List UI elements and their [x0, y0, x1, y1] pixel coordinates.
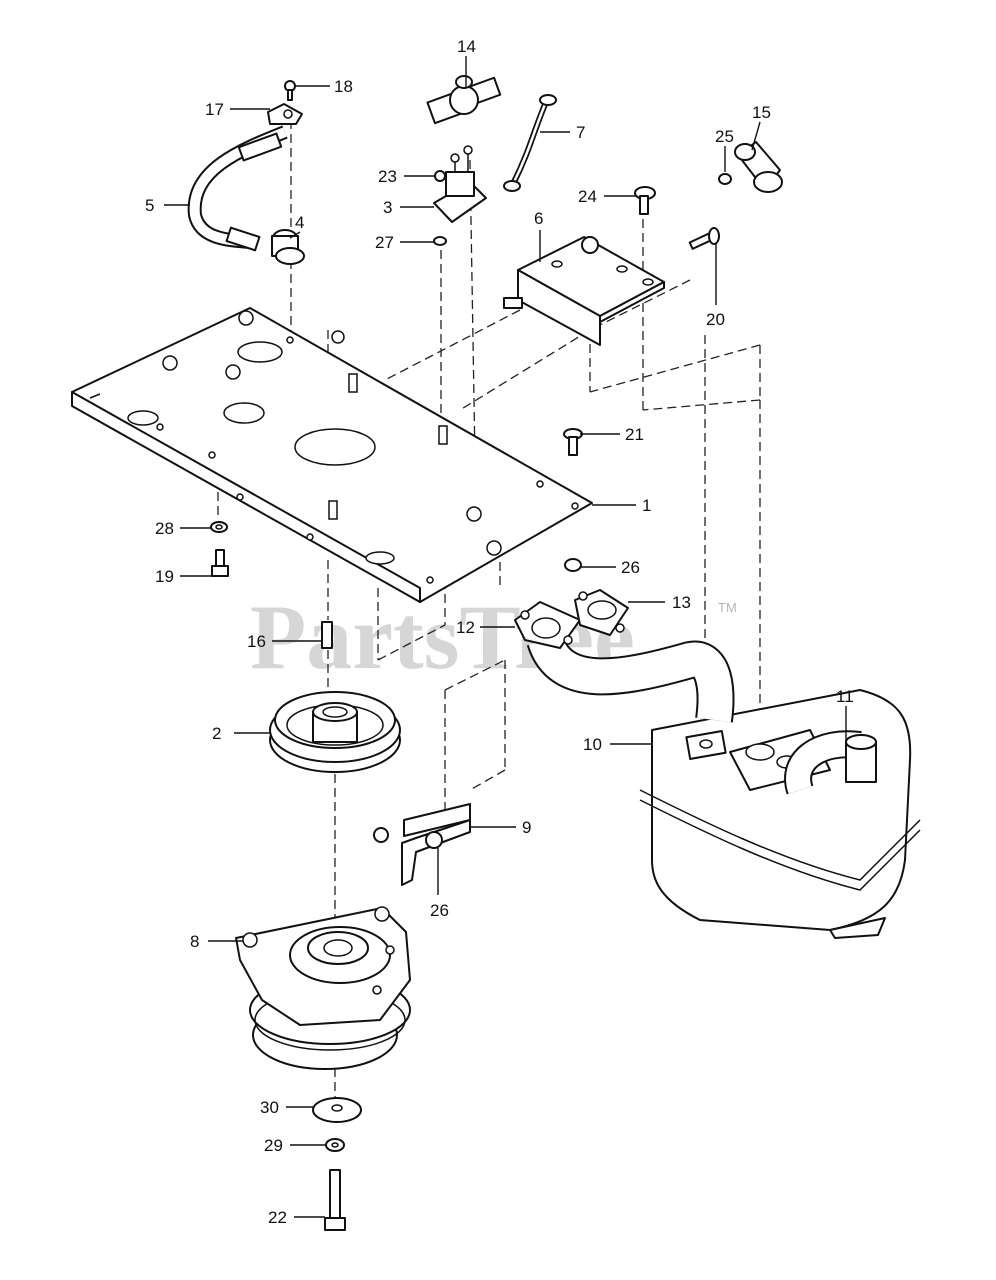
callout-6: 6	[534, 209, 543, 228]
ground-wire	[503, 94, 557, 192]
fasteners	[210, 80, 732, 1231]
callout-13: 13	[672, 593, 691, 612]
nut-25	[718, 173, 732, 185]
bolt-24	[634, 186, 656, 215]
callout-12: 12	[456, 618, 475, 637]
spacer-30	[312, 1097, 362, 1123]
nut-27	[433, 236, 447, 246]
hose-tee	[426, 75, 502, 125]
fuel-fitting	[271, 229, 305, 265]
bolt-21	[563, 428, 583, 456]
callout-25: 25	[715, 127, 734, 146]
washer-29	[325, 1138, 345, 1152]
callout-26-a: 26	[621, 558, 640, 577]
callout-14: 14	[457, 37, 476, 56]
callout-7: 7	[576, 123, 585, 142]
callout-5: 5	[145, 196, 154, 215]
solenoid	[433, 145, 487, 223]
callout-30: 30	[260, 1098, 279, 1117]
callout-27: 27	[375, 233, 394, 252]
callout-19: 19	[155, 567, 174, 586]
upper-bracket	[503, 236, 665, 346]
callout-4: 4	[295, 213, 304, 232]
shaft-key	[321, 621, 333, 649]
callouts: 1 2 3 4 5 6 7 8 9 10 11 12 13 14 15 16 1	[145, 37, 854, 1227]
callout-28: 28	[155, 519, 174, 538]
clutch-bracket	[373, 803, 471, 886]
callout-26-b: 26	[430, 901, 449, 920]
watermark-trademark: TM	[718, 600, 737, 615]
fuel-hose	[187, 125, 288, 252]
callout-17: 17	[205, 100, 224, 119]
callout-9: 9	[522, 818, 531, 837]
bolt-20	[688, 227, 720, 250]
mounting-plate	[71, 307, 593, 603]
callout-15: 15	[752, 103, 771, 122]
callout-21: 21	[625, 425, 644, 444]
callout-24: 24	[578, 187, 597, 206]
exhaust-elbow	[784, 730, 877, 795]
callout-3: 3	[383, 198, 392, 217]
washer-28	[210, 521, 228, 533]
callout-22: 22	[268, 1208, 287, 1227]
callout-16: 16	[247, 632, 266, 651]
bolt-22	[324, 1169, 346, 1231]
nut-26	[564, 558, 582, 572]
bolt-19	[211, 549, 229, 577]
callout-2: 2	[212, 724, 221, 743]
callout-11: 11	[836, 687, 854, 706]
pulley	[269, 691, 401, 773]
fuel-filter	[734, 141, 783, 193]
exhaust-pipe	[514, 601, 735, 723]
exhaust-gasket	[574, 589, 629, 636]
callout-1: 1	[642, 496, 651, 515]
screw-23	[434, 170, 446, 182]
callout-20: 20	[706, 310, 725, 329]
electric-clutch	[235, 906, 411, 1070]
hose-clamp	[267, 103, 303, 125]
screw-18	[284, 80, 296, 101]
callout-18: 18	[334, 77, 353, 96]
muffler	[639, 689, 921, 939]
callout-29: 29	[264, 1136, 283, 1155]
callout-10: 10	[583, 735, 602, 754]
callout-8: 8	[190, 932, 199, 951]
callout-23: 23	[378, 167, 397, 186]
